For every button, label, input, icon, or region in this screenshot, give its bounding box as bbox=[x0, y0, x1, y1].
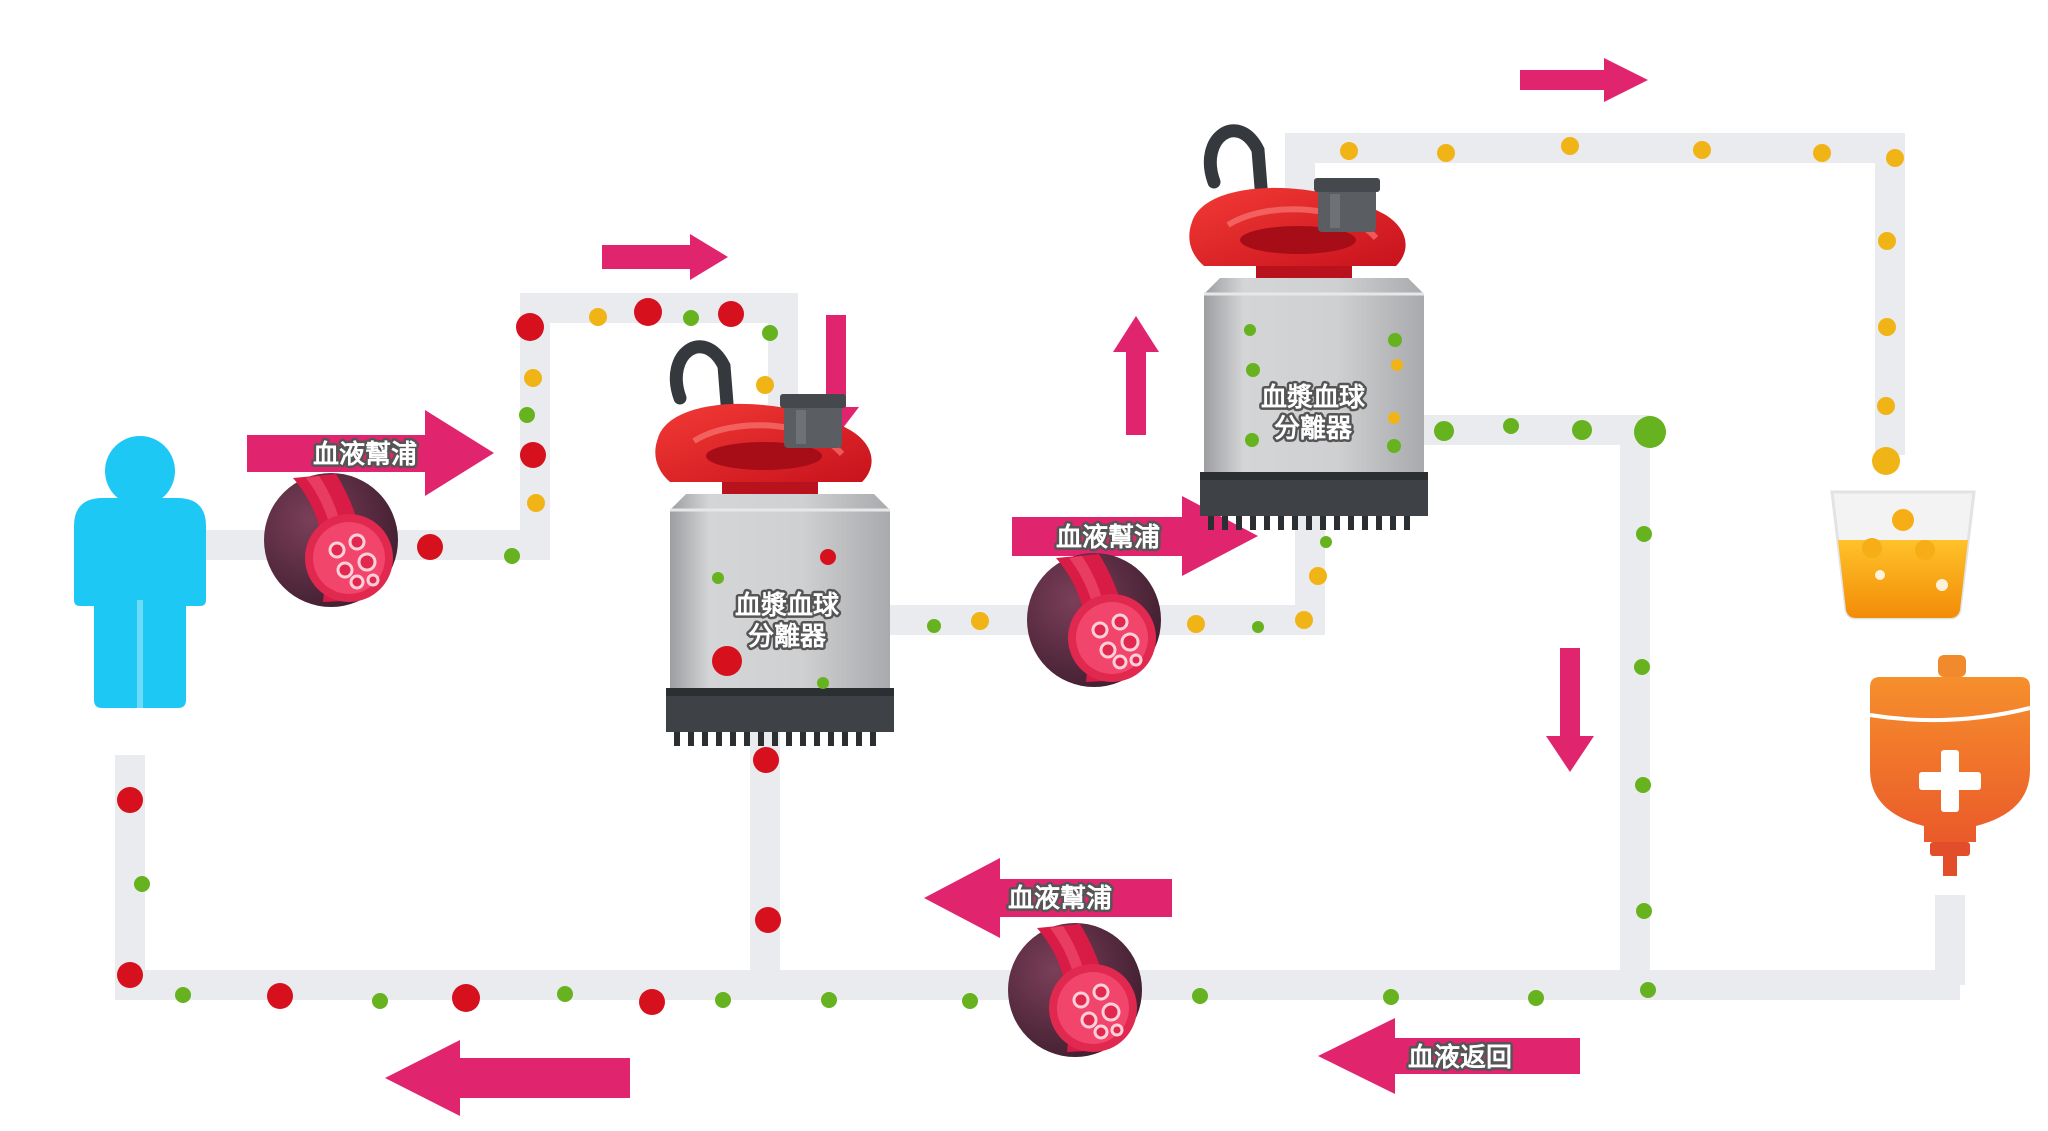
pump-arrow bbox=[247, 410, 494, 496]
blood-pump-2: 血液幫浦 bbox=[1012, 496, 1258, 689]
separator-1: 血漿血球 分離器 bbox=[655, 347, 894, 746]
flow-arrow-icon bbox=[1520, 58, 1648, 102]
flow-arrow-icon bbox=[602, 234, 728, 280]
flow-arrow-icon bbox=[1318, 1018, 1580, 1094]
pump-label: 血液幫浦 bbox=[1008, 883, 1112, 914]
separator-pump-icon bbox=[655, 347, 894, 746]
flow-arrow-icon bbox=[1546, 648, 1594, 772]
separator-label-line2: 分離器 bbox=[748, 621, 827, 652]
separator-2: 血漿血球 分離器 bbox=[1189, 131, 1428, 530]
plasma-beaker-icon bbox=[1830, 490, 1976, 620]
pump-label: 血液幫浦 bbox=[313, 439, 417, 470]
pump-label: 血液幫浦 bbox=[1056, 522, 1160, 553]
pump-arrow bbox=[924, 858, 1172, 938]
blood-vessel-icon bbox=[262, 471, 400, 609]
flow-arrow-icon bbox=[1113, 316, 1159, 435]
tube-cells-return bbox=[1400, 415, 1650, 985]
flow-arrow-icon bbox=[813, 315, 859, 437]
pump-arrow bbox=[1012, 496, 1258, 576]
flow-arrow-icon bbox=[385, 1040, 630, 1116]
separator-label-line1: 血漿血球 bbox=[1261, 383, 1366, 413]
separator-label-line2: 分離器 bbox=[1274, 413, 1353, 444]
flow-arrows bbox=[385, 58, 1648, 1116]
blood-pump-3: 血液幫浦 bbox=[924, 858, 1172, 1059]
blood-vessel-icon bbox=[1025, 551, 1163, 689]
person-icon bbox=[74, 436, 206, 708]
blood-vessel-icon bbox=[1006, 921, 1144, 1059]
blood-return-label: 血液返回 bbox=[1408, 1043, 1512, 1073]
blood-return-arrow: 血液返回 bbox=[1318, 1018, 1580, 1094]
iv-bag-icon bbox=[1869, 655, 2031, 876]
separator-pump-icon bbox=[1189, 131, 1428, 530]
tube-network bbox=[115, 133, 1965, 1000]
blood-pump-1: 血液幫浦 bbox=[247, 410, 494, 609]
separator-label-line1: 血漿血球 bbox=[735, 591, 840, 621]
